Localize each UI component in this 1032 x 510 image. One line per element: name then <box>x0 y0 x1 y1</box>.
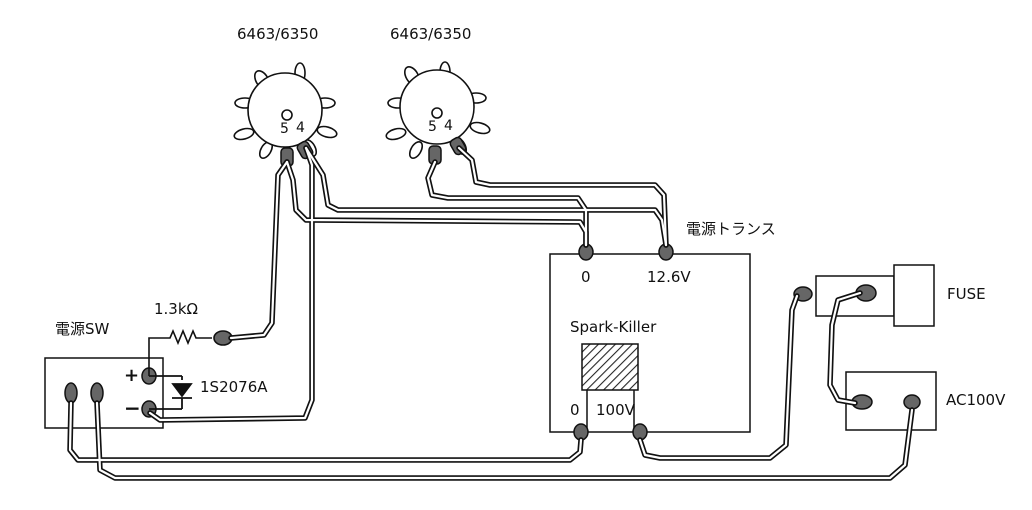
tube-1-pin4-number: 4 <box>296 120 305 136</box>
fuse-label: FUSE <box>947 285 986 303</box>
tube-1-label: 6463/6350 <box>237 25 319 43</box>
tube-socket-2-body <box>399 69 475 145</box>
wire-tube1-pin5-to-transformer-0 <box>284 159 589 248</box>
wiring <box>67 145 915 481</box>
tube-socket-2 <box>385 61 491 159</box>
tube-socket-2-hole <box>431 107 443 119</box>
transformer-tap-0-label: 0 <box>581 268 591 286</box>
transformer-tap-12v6-label: 12.6V <box>647 268 691 286</box>
tube-socket-1-hole <box>281 109 293 121</box>
spark-killer-100v-label: 100V <box>596 401 635 419</box>
spark-killer-0-label: 0 <box>570 401 580 419</box>
tube-1-pin5-number: 5 <box>280 121 289 137</box>
power-switch-terminal-2 <box>90 382 104 404</box>
resistor-label: 1.3kΩ <box>154 300 199 318</box>
transformer-label: 電源トランス <box>686 220 776 238</box>
power-switch-terminal-1 <box>64 382 78 404</box>
tube-2-pin4-number: 4 <box>444 118 453 134</box>
wire-tube1-pin5-to-resistor <box>228 159 290 341</box>
tube-socket-1 <box>233 62 338 159</box>
power-transformer-box <box>549 253 751 433</box>
plus-sign: + <box>124 365 140 386</box>
diode-label: 1S2076A <box>200 378 268 396</box>
ac-inlet-label: AC100V <box>946 391 1006 409</box>
spark-killer-body <box>581 343 639 391</box>
tube-2-pin5-number: 5 <box>428 119 437 135</box>
diode-symbol <box>149 375 193 410</box>
spark-killer-label: Spark-Killer <box>570 318 657 336</box>
minus-sign: − <box>124 396 141 420</box>
resistor-symbol <box>148 328 233 376</box>
tube-2-label: 6463/6350 <box>390 25 472 43</box>
fuse-holder <box>793 264 935 327</box>
ac-inlet <box>845 371 937 431</box>
power-switch-label: 電源SW <box>55 320 110 338</box>
wire-tube2-pin5-to-transformer-0 <box>425 159 589 248</box>
